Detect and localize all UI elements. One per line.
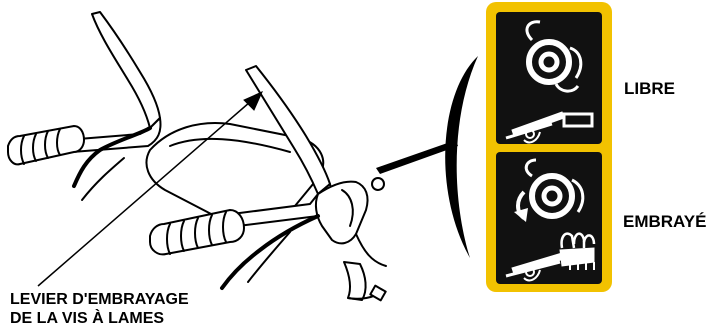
handlebar-drawing [8, 12, 386, 300]
engaged-state-label: EMBRAYÉ [623, 212, 706, 232]
lever-arrowhead [244, 92, 262, 110]
linkage-rod [356, 234, 386, 266]
panel-knob [372, 178, 384, 190]
lever-label-line1: LEVIER D'EMBRAYAGE [10, 290, 189, 309]
right-grip [150, 210, 244, 254]
linkage-clevis [344, 262, 366, 300]
lever-label-line2: DE LA VIS À LAMES [10, 309, 189, 328]
auger-clutch-lever-label: LEVIER D'EMBRAYAGE DE LA VIS À LAMES [10, 290, 189, 328]
magnifier-bracket [445, 56, 478, 258]
left-grip [8, 126, 84, 164]
clutch-decal [486, 2, 612, 292]
linkage-tab [370, 286, 385, 301]
free-state-label: LIBRE [624, 79, 675, 99]
left-handlebar [92, 12, 160, 128]
